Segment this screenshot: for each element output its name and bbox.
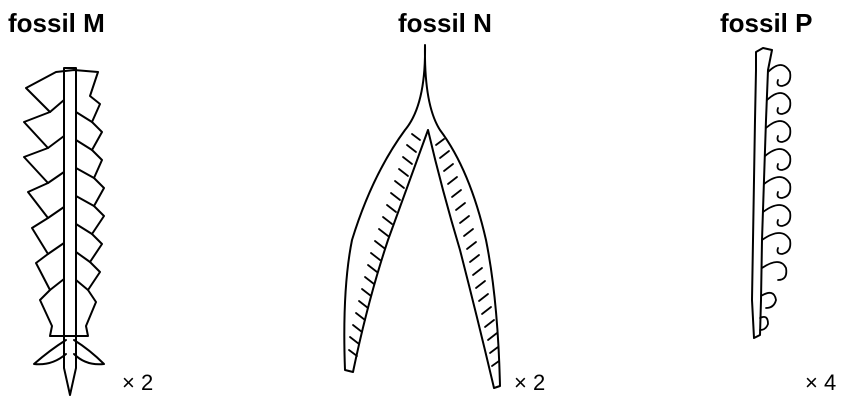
fossil-n-outline	[344, 45, 500, 388]
fossil-p-curled-thecae	[760, 65, 790, 330]
fossil-m-central-rod	[64, 68, 76, 395]
fossil-p-drawing	[752, 48, 790, 338]
fossil-n-right-branch-thecae	[436, 139, 499, 366]
fossil-m-base-spines	[34, 340, 104, 364]
fossil-m-thecae-lines	[48, 100, 94, 290]
fossil-n-left-branch-thecae	[349, 134, 420, 356]
fossil-n-drawing	[344, 45, 500, 388]
fossil-m-drawing	[24, 68, 104, 395]
